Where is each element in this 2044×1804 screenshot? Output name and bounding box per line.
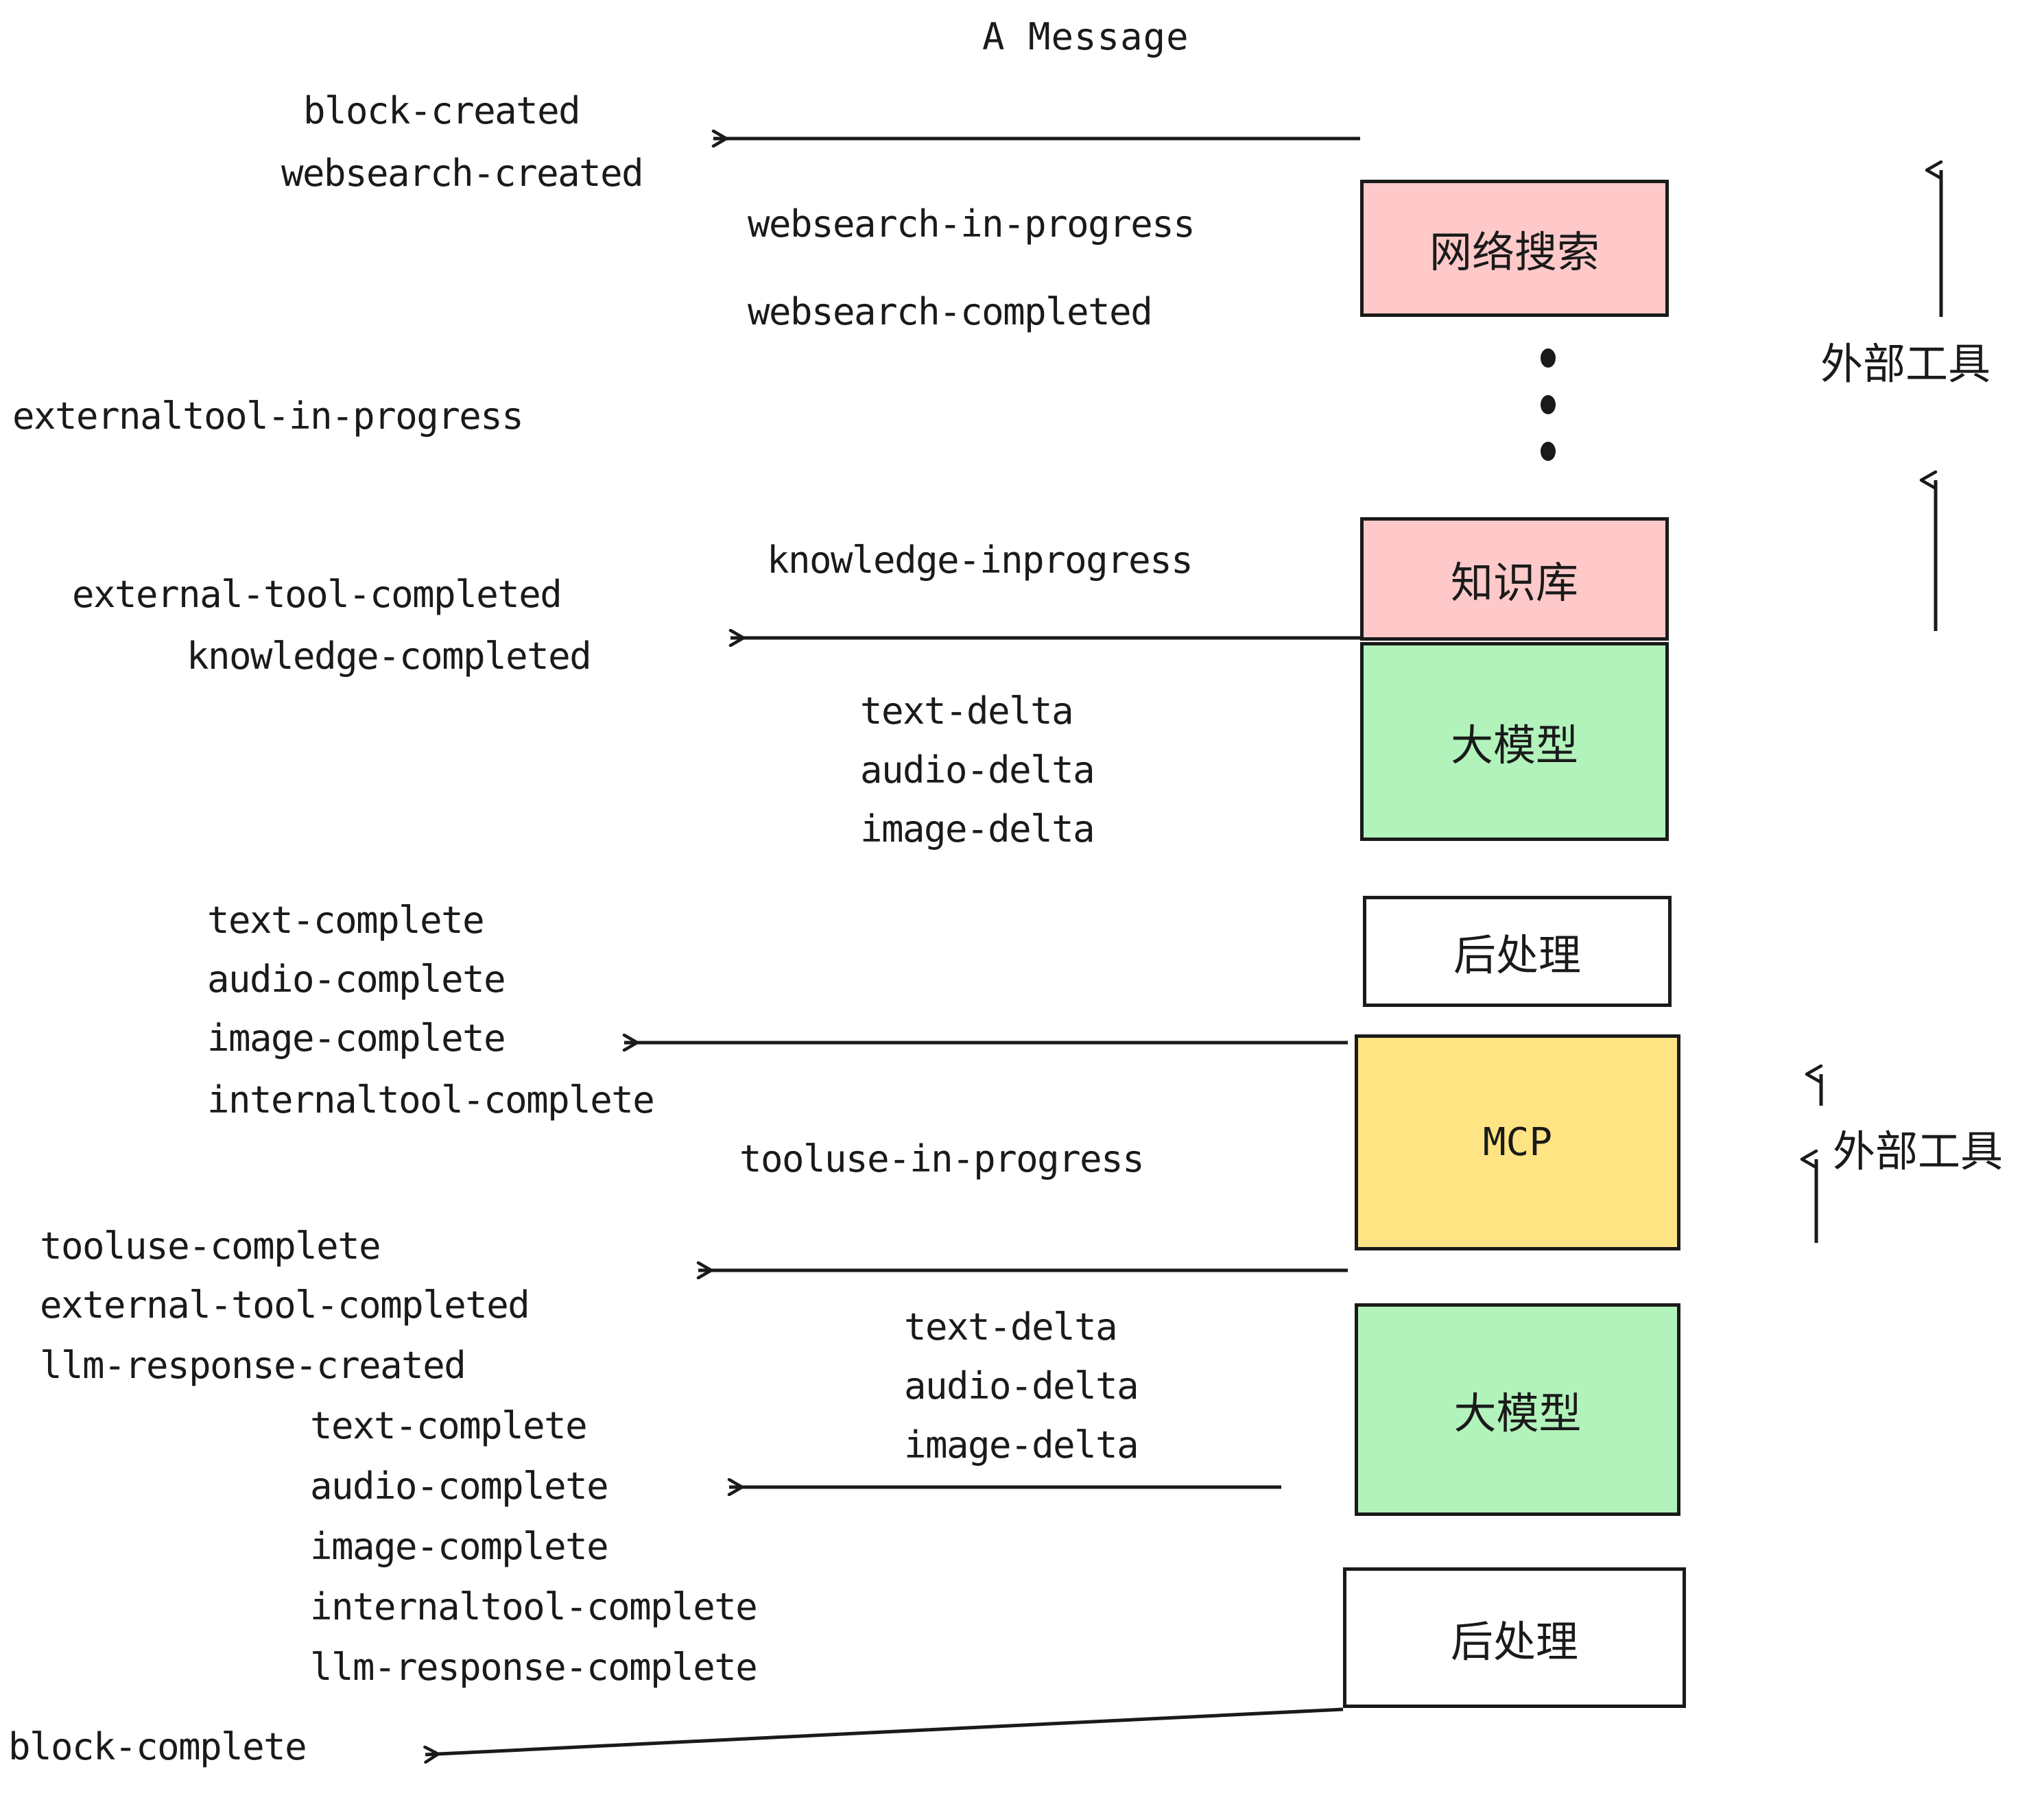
event-internaltool-complete-second: internaltool-complete bbox=[310, 1585, 758, 1628]
event-external-tool-completed-first: external-tool-completed bbox=[72, 573, 562, 616]
event-tooluse-in-progress: tooluse-in-progress bbox=[739, 1137, 1145, 1180]
event-knowledge-inprogress: knowledge-inprogress bbox=[767, 538, 1193, 582]
event-tooluse-complete: tooluse-complete bbox=[40, 1224, 381, 1268]
ellipsis-dot bbox=[1541, 395, 1556, 414]
event-block-created: block-created bbox=[303, 89, 581, 132]
event-audio-complete-second: audio-complete bbox=[310, 1464, 609, 1508]
node-websearch-label: 网络搜索 bbox=[1429, 227, 1600, 277]
node-postprocess-second-label: 后处理 bbox=[1450, 1616, 1578, 1667]
node-websearch[interactable]: 网络搜索 bbox=[1360, 180, 1669, 317]
page-title: A Message bbox=[982, 15, 1189, 58]
event-image-complete-second: image-complete bbox=[310, 1525, 609, 1568]
event-image-delta-second: image-delta bbox=[904, 1423, 1139, 1467]
event-websearch-created: websearch-created bbox=[281, 152, 644, 195]
event-text-complete-first: text-complete bbox=[207, 899, 485, 942]
event-llm-response-complete: llm-response-complete bbox=[310, 1646, 758, 1689]
event-websearch-completed: websearch-completed bbox=[748, 290, 1153, 333]
node-knowledge-label: 知识库 bbox=[1450, 558, 1578, 608]
event-image-delta-first: image-delta bbox=[860, 807, 1095, 851]
arrow-block-complete bbox=[425, 1707, 1344, 1755]
event-internaltool-complete-first: internaltool-complete bbox=[207, 1078, 655, 1121]
event-llm-response-created: llm-response-created bbox=[40, 1344, 466, 1387]
node-mcp-label: MCP bbox=[1482, 1120, 1553, 1165]
ellipsis-dot bbox=[1541, 348, 1556, 368]
node-llm-second-label: 大模型 bbox=[1453, 1388, 1582, 1438]
event-knowledge-completed: knowledge-completed bbox=[187, 634, 592, 678]
event-audio-complete-first: audio-complete bbox=[207, 958, 506, 1001]
node-mcp[interactable]: MCP bbox=[1355, 1034, 1680, 1250]
event-audio-delta-second: audio-delta bbox=[904, 1364, 1139, 1408]
ellipsis-dot bbox=[1541, 442, 1556, 461]
event-text-delta-second: text-delta bbox=[904, 1305, 1118, 1349]
node-postprocess-first[interactable]: 后处理 bbox=[1363, 896, 1672, 1007]
side-label-external-tool-top: 外部工具 bbox=[1820, 339, 1991, 389]
node-knowledge[interactable]: 知识库 bbox=[1360, 517, 1669, 641]
event-image-complete-first: image-complete bbox=[207, 1017, 506, 1060]
event-external-tool-completed-second: external-tool-completed bbox=[40, 1283, 530, 1327]
node-llm-first[interactable]: 大模型 bbox=[1360, 642, 1669, 841]
node-postprocess-second[interactable]: 后处理 bbox=[1343, 1567, 1686, 1708]
node-llm-second[interactable]: 大模型 bbox=[1355, 1303, 1680, 1516]
side-label-external-tool-bottom: 外部工具 bbox=[1833, 1126, 2004, 1176]
event-externaltool-in-progress: externaltool-in-progress bbox=[12, 394, 524, 438]
node-postprocess-first-label: 后处理 bbox=[1453, 930, 1581, 980]
event-audio-delta-first: audio-delta bbox=[860, 748, 1095, 792]
event-text-complete-second: text-complete bbox=[310, 1404, 588, 1447]
event-block-complete: block-complete bbox=[8, 1725, 307, 1768]
node-llm-first-label: 大模型 bbox=[1450, 720, 1578, 770]
event-websearch-in-progress: websearch-in-progress bbox=[748, 202, 1196, 246]
event-text-delta-first: text-delta bbox=[860, 689, 1074, 733]
